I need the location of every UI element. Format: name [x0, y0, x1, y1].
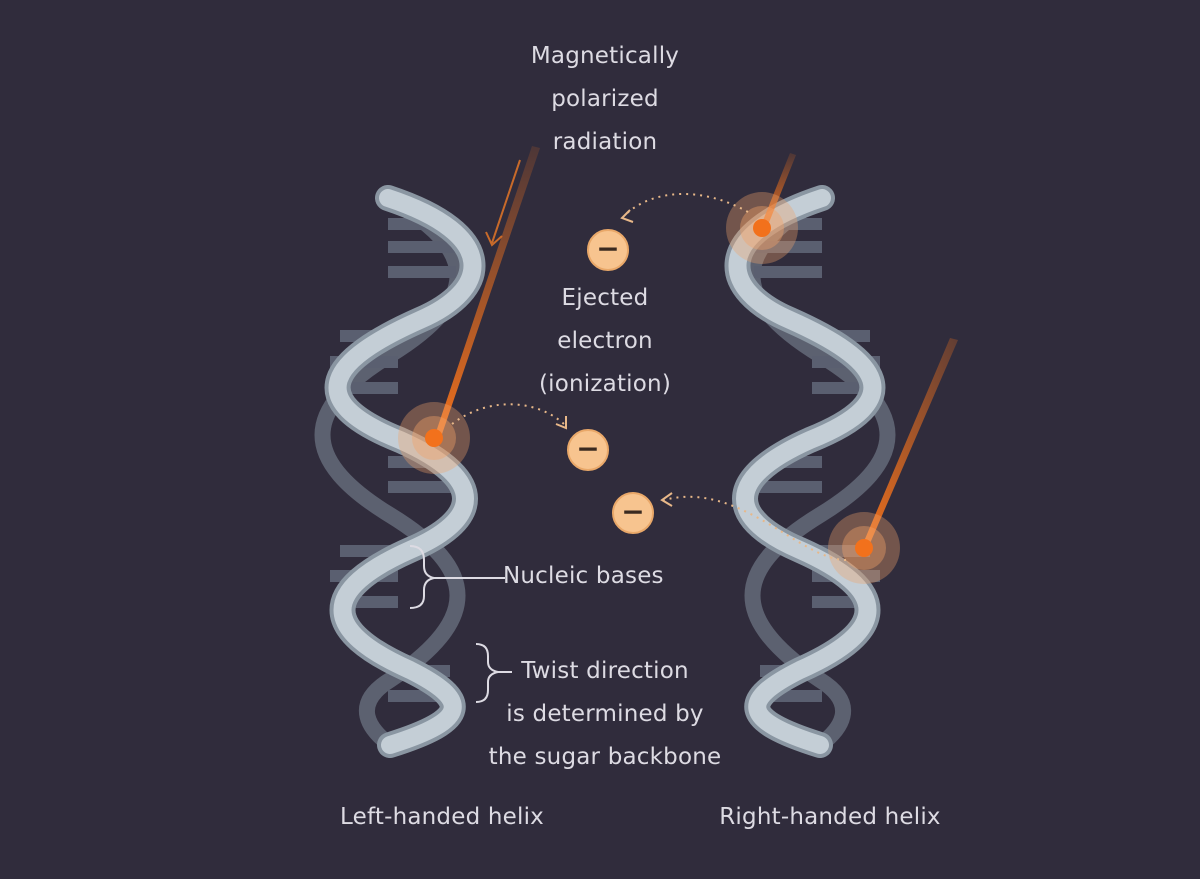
electron-symbol: −: [621, 495, 644, 528]
impact-dot: [753, 219, 771, 237]
right-front-strand: [728, 189, 882, 754]
electron-path: [623, 193, 749, 217]
right-helix: [724, 185, 896, 758]
left-helix-caption: Left-handed helix: [340, 804, 544, 830]
electron: −: [612, 492, 654, 534]
twist-label-line: the sugar backbone: [488, 744, 722, 770]
radiation-beam-left: [434, 146, 540, 440]
annotation-braces: [409, 545, 512, 703]
electron: −: [567, 429, 609, 471]
twist-label-line: is determined by: [506, 701, 704, 727]
arrowhead: [660, 492, 673, 507]
arrowhead: [555, 416, 567, 430]
nucleic-bases-label: Nucleic bases: [503, 563, 664, 589]
radiation-label-line: radiation: [552, 129, 658, 155]
base-pair: [336, 382, 398, 394]
radiation-beam-top-right: [760, 153, 796, 230]
twist-direction-label: Twist direction is determined by the sug…: [455, 650, 755, 779]
electron-path: [451, 403, 567, 427]
base-pair: [750, 241, 822, 253]
electron-symbol: −: [596, 232, 619, 265]
impact-dot: [425, 429, 443, 447]
ejected-label-line: Ejected: [561, 285, 649, 311]
impact-points: [398, 192, 900, 584]
base-pair: [812, 382, 874, 394]
radiation-beam-bottom-right: [862, 338, 958, 548]
electron-path: [663, 495, 847, 561]
impact-dot: [855, 539, 873, 557]
ejected-electron-label: Ejected electron (ionization): [455, 277, 755, 406]
radiation-beams: [434, 146, 958, 548]
base-pair: [388, 266, 456, 278]
base-pair: [388, 481, 458, 493]
arrowhead: [620, 209, 634, 223]
radiation-label: Magnetically polarized radiation: [455, 35, 755, 164]
twist-label-line: Twist direction: [521, 658, 689, 684]
base-pair: [754, 266, 822, 278]
electron: −: [587, 229, 629, 271]
left-helix: [314, 185, 486, 758]
base-pair: [388, 241, 460, 253]
electron-symbol: −: [576, 432, 599, 465]
electrons: − − −: [567, 229, 654, 534]
left-front-strand: [328, 189, 482, 754]
ejected-label-line: (ionization): [539, 371, 671, 397]
electron-paths: [451, 193, 847, 561]
right-helix-caption: Right-handed helix: [719, 804, 941, 830]
base-pair: [752, 481, 822, 493]
radiation-label-line: Magnetically: [530, 43, 680, 69]
radiation-pointer-arrow: [485, 159, 521, 247]
ejected-label-line: electron: [557, 328, 653, 354]
radiation-label-line: polarized: [551, 86, 659, 112]
